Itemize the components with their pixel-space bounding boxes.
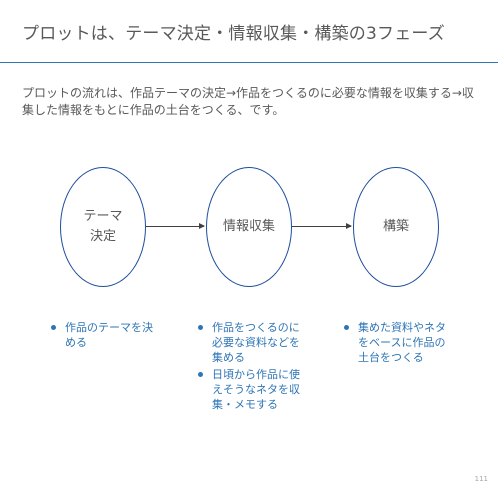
phase-node-label-line: 構築 [382,219,409,234]
bullet-item: 作品のテーマを決める [50,320,156,350]
bullet-dot-icon [198,372,203,377]
arrow-head [346,223,352,229]
phase-node-label-line: 情報収集 [222,219,275,234]
bullet-item: 作品をつくるのに必要な資料などを集める [197,320,305,365]
arrow-head [199,223,205,229]
phase-bullets-build: 集めた資料やネタをベースに作品の土台をつくる [343,320,453,367]
bullet-text: 作品のテーマを決める [65,321,153,349]
phase-node-research: 情報収集 [206,167,292,287]
phase-node-build: 構築 [353,167,439,287]
bullet-item: 集めた資料やネタをベースに作品の土台をつくる [343,320,453,365]
phase-node-label: 構築 [383,217,409,237]
phase-bullets-research: 作品をつくるのに必要な資料などを集める 日頃から作品に使えそうなネタを収集・メモ… [197,320,305,414]
bullet-text: 集めた資料やネタをベースに作品の土台をつくる [358,321,446,364]
title-divider [0,62,498,63]
phase-node-theme: テーマ 決定 [60,167,146,287]
slide-title: プロットは、テーマ決定・情報収集・構築の3フェーズ [22,24,445,44]
flow-arrow [146,223,205,229]
intro-text: プロットの流れは、作品テーマの決定→作品をつくるのに必要な情報を収集する→収集し… [22,86,474,117]
phase-node-label-line: 決定 [89,229,116,244]
flow-arrow [292,223,352,229]
bullet-dot-icon [51,325,56,330]
bullet-item: 日頃から作品に使えそうなネタを収集・メモする [197,367,305,412]
phase-node-label: テーマ 決定 [83,207,122,247]
bullet-text: 日頃から作品に使えそうなネタを収集・メモする [212,368,300,411]
page-number: 111 [474,475,488,483]
bullet-text: 作品をつくるのに必要な資料などを集める [212,321,300,364]
phase-node-label: 情報収集 [223,217,275,237]
bullet-dot-icon [198,325,203,330]
phase-node-label-line: テーマ [83,209,123,224]
bullet-dot-icon [344,325,349,330]
phase-bullets-theme: 作品のテーマを決める [50,320,156,352]
